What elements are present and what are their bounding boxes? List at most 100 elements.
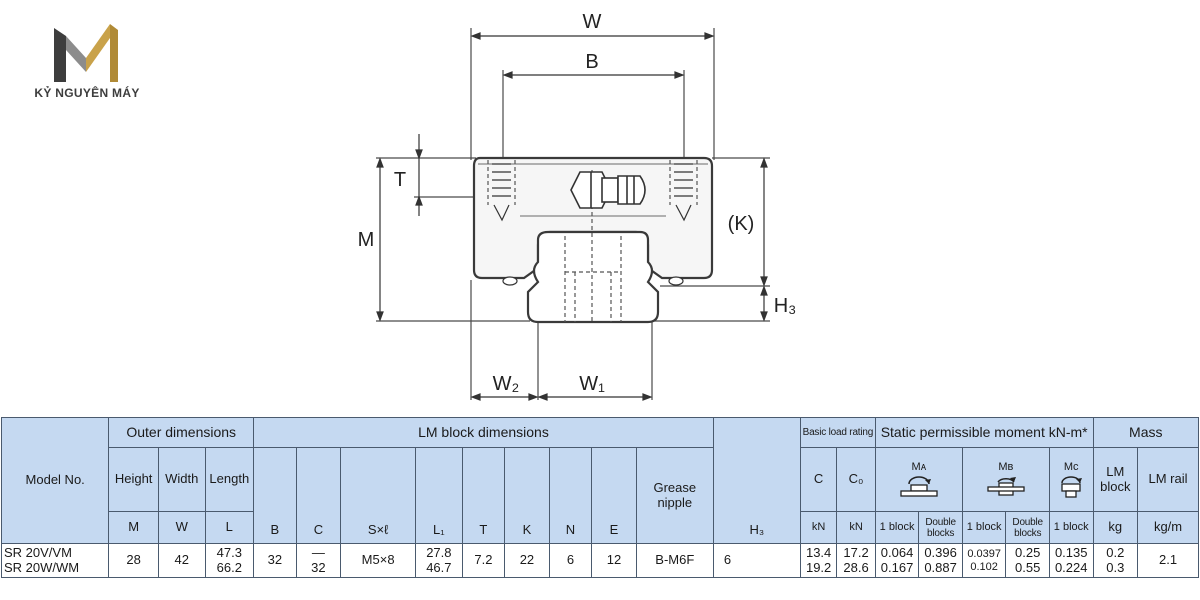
col-n: N — [548, 447, 593, 544]
cell-n: 6 — [548, 543, 593, 578]
cell-l-w: 66.2 — [216, 559, 242, 575]
cell-e: 12 — [591, 543, 637, 578]
col-height: Height — [108, 447, 159, 512]
cell-block-kg-v: 0.2 — [1106, 545, 1125, 561]
brand-name: KỶ NGUYÊN MÁY — [34, 86, 140, 100]
cell-c0-load-v: 17.2 — [843, 545, 869, 561]
dim-label-w: W — [583, 11, 602, 33]
brand-logo: KỶ NGUYÊN MÁY — [22, 22, 152, 102]
dim-label-h3: H₃ — [774, 295, 797, 317]
cell-mb1-w: 0.102 — [970, 560, 998, 573]
col-c: C — [295, 447, 342, 544]
grease-line2: nipple — [657, 494, 693, 510]
cell-ma1: 0.064 0.167 — [874, 543, 920, 578]
pitching-moment-icon — [900, 475, 938, 497]
group-outer-dimensions: Outer dimensions — [108, 417, 255, 448]
cell-c: — 32 — [295, 543, 342, 578]
cell-w: 42 — [157, 543, 206, 578]
unit-kgm: kg/m — [1137, 511, 1199, 544]
group-static-moment: Static permissible moment kN-m* — [874, 417, 1094, 448]
cell-mb1-v: 0.0397 — [967, 548, 1001, 561]
unit-kg: kg — [1092, 511, 1139, 544]
model-header: Model No. — [0, 417, 110, 544]
cell-block-kg: 0.2 0.3 — [1092, 543, 1139, 578]
ma-double-blocks: Double blocks — [918, 511, 963, 544]
cell-m: 28 — [108, 543, 159, 578]
col-b: B — [253, 447, 297, 544]
col-e: E — [591, 447, 637, 544]
col-load-c: C — [799, 447, 838, 512]
col-k: K — [504, 447, 550, 544]
ma-symbol: Mᴀ — [911, 461, 927, 474]
cell-c-w: 32 — [311, 559, 326, 575]
col-l1: L₁ — [415, 447, 463, 544]
dim-label-w1: W₁ — [579, 373, 605, 395]
mb-1-block: 1 block — [961, 511, 1007, 544]
cell-mc1-v: 0.135 — [1054, 545, 1088, 561]
ma-1-block: 1 block — [874, 511, 920, 544]
grease-nipple — [570, 171, 646, 209]
cell-t: 7.2 — [461, 543, 506, 578]
cell-ma2-v: 0.396 — [924, 545, 957, 561]
sym-m: M — [108, 511, 159, 544]
col-grease-nipple: Grease nipple — [635, 447, 714, 544]
linear-guide-cross-section: W B T M (K) H₃ W₂ W₁ — [358, 11, 797, 401]
cell-c-load: 13.4 19.2 — [799, 543, 838, 578]
lm-rail — [526, 230, 660, 324]
col-lm-rail-mass: LM rail — [1137, 447, 1199, 512]
unit-c-kn: kN — [799, 511, 838, 544]
model-w: SR 20W/WM — [4, 559, 80, 575]
grease-line1: Grease — [653, 480, 697, 496]
cell-ma2-w: 0.887 — [924, 559, 957, 575]
col-load-c0: C₀ — [836, 447, 876, 512]
dim-label-k: (K) — [728, 213, 755, 235]
col-lm-block-mass: LM block — [1092, 447, 1139, 512]
cell-rail-kgm: 2.1 — [1137, 543, 1199, 578]
cell-sxl: M5×8 — [340, 543, 417, 578]
col-t: T — [461, 447, 506, 544]
col-moment-mb: Mʙ — [961, 447, 1050, 512]
spec-table: Model No. Outer dimensions LM block dime… — [0, 417, 1200, 578]
cell-b: 32 — [253, 543, 297, 578]
cell-ma1-v: 0.064 — [880, 545, 914, 561]
dim-label-m: M — [358, 229, 375, 251]
cell-mc1-w: 0.224 — [1054, 559, 1088, 575]
cell-c0-load-w: 28.6 — [843, 559, 869, 575]
col-moment-ma: Mᴀ — [874, 447, 963, 512]
col-sxl: S×ℓ — [340, 447, 417, 544]
mb-double-blocks: Double blocks — [1005, 511, 1050, 544]
cell-model: SR 20V/VM SR 20W/WM — [0, 543, 110, 578]
col-moment-mc: Mᴄ — [1048, 447, 1094, 512]
cell-k: 22 — [504, 543, 550, 578]
cell-c0-load: 17.2 28.6 — [836, 543, 876, 578]
cell-block-kg-w: 0.3 — [1106, 559, 1125, 575]
m-logo-icon — [54, 24, 118, 82]
cell-l1-v: 27.8 — [426, 545, 452, 561]
mc-symbol: Mᴄ — [1063, 461, 1079, 474]
cell-mb2: 0.25 0.55 — [1005, 543, 1050, 578]
cell-mb2-w: 0.55 — [1015, 559, 1041, 575]
cell-c-load-v: 13.4 — [805, 545, 832, 561]
cell-mb1: 0.0397 0.102 — [961, 543, 1007, 578]
h3-header: H₃ — [712, 417, 801, 544]
cell-l-v: 47.3 — [216, 545, 242, 561]
group-mass: Mass — [1092, 417, 1200, 448]
cell-c-v: — — [311, 545, 325, 561]
mb-symbol: Mʙ — [998, 461, 1014, 474]
model-v: SR 20V/VM — [4, 545, 72, 561]
cell-l1: 27.8 46.7 — [415, 543, 463, 578]
cell-ma2: 0.396 0.887 — [918, 543, 963, 578]
cell-c-load-w: 19.2 — [805, 559, 832, 575]
group-lm-block-dimensions: LM block dimensions — [253, 417, 714, 448]
group-basic-load-rating: Basic load rating — [799, 417, 876, 448]
yawing-moment-icon — [987, 476, 1025, 496]
cell-l: 47.3 66.2 — [204, 543, 255, 578]
cell-ma1-w: 0.167 — [880, 559, 914, 575]
sym-w: W — [157, 511, 206, 544]
cell-h3: 6 — [712, 543, 801, 578]
dim-label-t: T — [394, 169, 406, 191]
col-length: Length — [204, 447, 255, 512]
cell-mc1: 0.135 0.224 — [1048, 543, 1094, 578]
rolling-moment-icon — [1061, 475, 1083, 498]
unit-c0-kn: kN — [836, 511, 876, 544]
